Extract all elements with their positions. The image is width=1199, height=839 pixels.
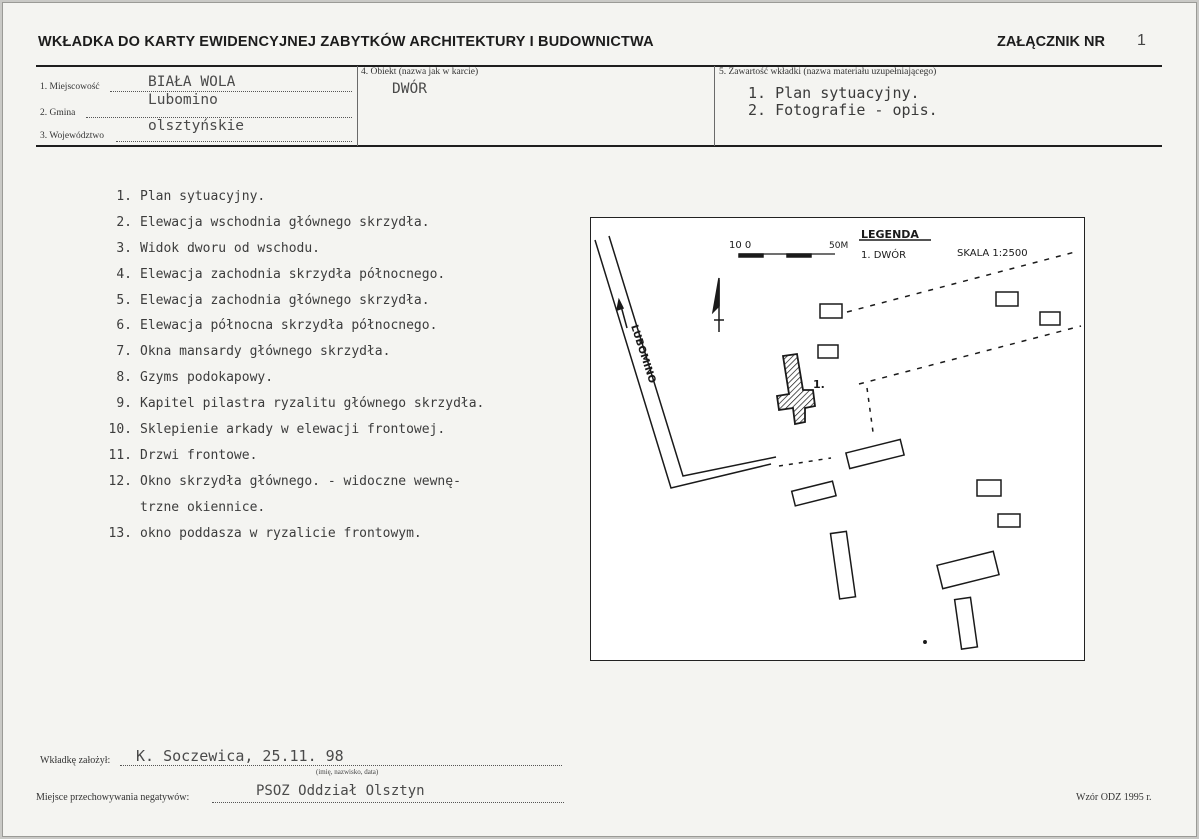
outbuilding [1039, 311, 1061, 326]
list-item: 8.Gzyms podokapowy. [116, 370, 274, 386]
outbuilding [953, 596, 979, 650]
negatives-dots [212, 802, 564, 803]
road-label: LUBOMINO [628, 324, 657, 385]
legend-item: 1. DWÓR [861, 248, 906, 261]
zawartosc-item: 2. Fotografie - opis. [748, 101, 938, 119]
document-title: WKŁADKA DO KARTY EWIDENCYJNEJ ZABYTKÓW A… [38, 34, 654, 50]
column-divider-1 [357, 66, 358, 146]
header-bottom-rule [36, 145, 1162, 147]
list-item: 10.Sklepienie arkady w elewacji frontowe… [108, 422, 446, 438]
founded-value: K. Soczewica, 25.11. 98 [136, 747, 344, 765]
list-item: 9.Kapitel pilastra ryzalitu głównego skr… [116, 396, 485, 412]
scale-bar-segment [738, 253, 764, 258]
situation-plan-drawing: 10 0 50M LEGENDA 1. DWÓR SKALA 1:2500 1.… [594, 228, 1082, 650]
list-item: 6.Elewacja północna skrzydła północnego. [116, 318, 438, 334]
scale-label-right: 50M [829, 241, 848, 251]
list-item: 11.Drzwi frontowe. [108, 447, 258, 463]
building-label: 1. [813, 378, 825, 391]
outbuilding [790, 480, 837, 507]
gmina-value: Lubomino [148, 92, 218, 108]
wojewodztwo-value: olsztyńskie [148, 118, 245, 134]
zawartosc-item: 1. Plan sytuacyjny. [748, 84, 920, 102]
gmina-label: 2. Gmina [40, 108, 76, 118]
list-item: 1.Plan sytuacyjny. [116, 189, 266, 204]
founded-dots [120, 765, 562, 766]
manor-house [775, 352, 816, 426]
road-outline [594, 239, 772, 489]
list-item: 13.okno poddasza w ryzalicie frontowym. [108, 525, 422, 541]
list-item: 4.Elewacja zachodnia skrzydła północnego… [116, 266, 446, 282]
list-item-continuation: trzne okiennice. [140, 499, 266, 515]
fence-line [778, 457, 832, 467]
list-item: 2.Elewacja wschodnia głównego skrzydła. [116, 214, 430, 230]
outbuilding [936, 550, 1000, 590]
outbuilding [997, 513, 1021, 528]
negatives-label: Miejsce przechowywania negatywów: [36, 792, 190, 803]
obiekt-label: 4. Obiekt (nazwa jak w karcie) [361, 67, 479, 77]
road-outline [608, 235, 777, 477]
obiekt-value: DWÓR [392, 81, 427, 97]
miejscowosc-value: BIAŁA WOLA [148, 74, 236, 90]
miejscowosc-dots [110, 91, 352, 92]
outbuilding [817, 344, 839, 359]
road-direction-arrow-head [616, 297, 625, 312]
outbuilding [844, 438, 906, 470]
column-divider-2 [714, 66, 715, 146]
fence-line [846, 251, 1076, 313]
zawartosc-label: 5. Zawartość wkładki (nazwa materiału uz… [719, 67, 937, 77]
map-dot [923, 640, 927, 644]
scale-text: SKALA 1:2500 [957, 248, 1028, 259]
situation-plan: 10 0 50M LEGENDA 1. DWÓR SKALA 1:2500 1.… [590, 217, 1085, 661]
fence-line [858, 325, 1082, 385]
scale-label-left: 10 0 [729, 240, 751, 251]
header-top-rule [36, 65, 1162, 67]
wojewodztwo-dots [116, 141, 352, 142]
outbuilding [819, 303, 843, 319]
founded-hint: (imię, nazwisko, data) [316, 768, 379, 776]
gmina-dots [86, 117, 352, 118]
annex-label: ZAŁĄCZNIK NR [997, 34, 1105, 50]
wojewodztwo-label: 3. Województwo [40, 131, 104, 141]
list-item: 7.Okna mansardy głównego skrzydła. [116, 344, 391, 360]
form-model: Wzór ODZ 1995 r. [1076, 792, 1152, 803]
legend-title: LEGENDA [861, 228, 919, 241]
annex-number: 1 [1137, 32, 1146, 49]
list-item: 12.Okno skrzydła głównego. - widoczne we… [108, 473, 461, 489]
road-direction-arrow [620, 305, 628, 329]
founded-label: Wkładkę założył: [40, 755, 111, 766]
list-item: 5.Elewacja zachodnia głównego skrzydła. [116, 292, 430, 308]
scale-bar-segment [786, 253, 812, 258]
north-arrow-head [711, 277, 720, 315]
outbuilding [829, 530, 857, 600]
list-item: 3.Widok dworu od wschodu. [116, 240, 321, 256]
outbuilding [976, 479, 1002, 497]
miejscowosc-label: 1. Miejscowość [40, 82, 100, 92]
negatives-value: PSOZ Oddział Olsztyn [256, 783, 425, 799]
outbuilding [995, 291, 1019, 307]
contents-list: 1.Plan sytuacyjny. 2.Elewacja wschodnia … [100, 184, 485, 546]
fence-line [866, 387, 874, 433]
